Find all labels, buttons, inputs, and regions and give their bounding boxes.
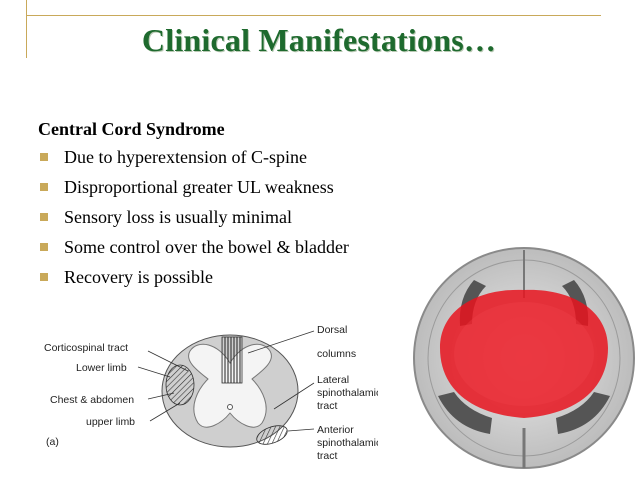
label-anterior: Anterior [317,424,354,436]
bullet-item: Sensory loss is usually minimal [38,207,349,237]
leader-line [247,330,315,354]
bullet-list: Due to hyperextension of C-spine Disprop… [38,147,349,297]
bullet-item: Recovery is possible [38,267,349,297]
spinal-tracts-diagram: Corticospinal tract Lower limb Chest & a… [44,324,378,462]
leader-line [137,366,171,378]
label-lateral: Lateral [317,374,349,386]
bullet-square-icon [40,273,48,281]
label-panel: (a) [46,436,59,448]
frame-left-line [26,0,27,58]
dorsal-columns [221,336,243,384]
bullet-item: Disproportional greater UL weakness [38,177,349,207]
bullet-square-icon [40,183,48,191]
spinothalamic-region [256,425,288,445]
leader-line [147,392,175,400]
label-upper-limb: upper limb [86,416,135,428]
leader-line [287,428,315,432]
leader-line [273,382,315,410]
label-columns: columns [317,348,356,360]
bullet-text: Due to hyperextension of C-spine [64,147,307,167]
bullet-text: Sensory loss is usually minimal [64,207,293,227]
label-anterior-tract: tract [317,450,338,462]
bullet-text: Some control over the bowel & bladder [64,237,349,257]
label-dorsal: Dorsal [317,324,347,336]
corticospinal-region [165,364,195,406]
central-canal [227,404,233,410]
leader-line [149,402,181,422]
central-lesion [440,289,608,418]
grey-matter [188,343,272,428]
bullet-item: Due to hyperextension of C-spine [38,147,349,177]
label-corticospinal: Corticospinal tract [44,342,128,354]
section-heading: Central Cord Syndrome [38,119,225,139]
label-chest-abdomen: Chest & abdomen [50,394,134,406]
bullet-item: Some control over the bowel & bladder [38,237,349,267]
central-cord-lesion-illustration [413,247,635,469]
leader-line [147,350,189,372]
label-lateral-tract: tract [317,400,338,412]
bullet-text: Disproportional greater UL weakness [64,177,334,197]
label-lower-limb: Lower limb [76,362,127,374]
lesion-core [454,302,594,406]
bullet-square-icon [40,243,48,251]
ventral-horn-left [438,392,492,434]
bullet-text: Recovery is possible [64,267,213,287]
label-anterior-spinothalamic: spinothalamic [317,437,378,449]
label-lateral-spinothalamic: spinothalamic [317,387,378,399]
bullet-square-icon [40,153,48,161]
slide-title: Clinical Manifestations… [141,22,497,58]
bullet-square-icon [40,213,48,221]
frame-top-line [26,15,601,16]
ventral-horn-right [556,392,610,434]
